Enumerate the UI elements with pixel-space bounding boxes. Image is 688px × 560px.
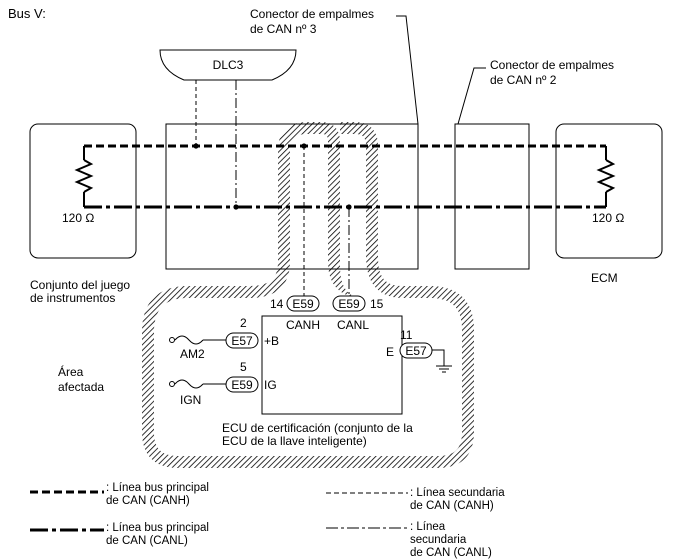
junction-connector-2-box (454, 123, 530, 270)
canh-label: CANH (286, 318, 320, 332)
ecu-caption-2: ECU de la llave inteligente) (222, 434, 367, 448)
meter-box (29, 123, 137, 259)
right-resistor-label: 120 Ω (592, 211, 624, 225)
canh-connector: E59 (292, 297, 314, 311)
canl-connector: E59 (338, 297, 360, 311)
legend-main-canh-1: : Línea bus principal (106, 482, 209, 494)
junction-connector-3-box (165, 123, 419, 270)
e-connector: E57 (405, 344, 427, 358)
ecm-label: ECM (591, 271, 618, 285)
am2-label: AM2 (180, 347, 205, 361)
junction3-label-2: de CAN nº 3 (250, 22, 317, 36)
junction2-label-2: de CAN nº 2 (490, 73, 557, 87)
legend: : Línea bus principal de CAN (CANH) : Lí… (30, 482, 505, 559)
fuse-icon (169, 379, 226, 389)
right-resistor (596, 146, 616, 207)
dlc3-connector (159, 49, 297, 81)
junction2-leader (457, 67, 486, 125)
meter-label-2: de instrumentos (30, 291, 115, 305)
ig-pin-number: 5 (240, 360, 247, 374)
canl-pin-number: 15 (370, 297, 384, 311)
affected-area-label-2: afectada (58, 380, 104, 394)
canh-pin-number: 14 (270, 297, 284, 311)
legend-sub-canl-3: de CAN (CANL) (410, 547, 492, 559)
junction3-leader (396, 15, 419, 125)
affected-area-label-1: Área (58, 364, 84, 379)
meter-label-1: Conjunto del juego (30, 278, 130, 292)
legend-main-canh-2: de CAN (CANH) (106, 495, 190, 507)
b-label: +B (264, 334, 279, 348)
ground-icon (432, 349, 452, 373)
ign-label: IGN (180, 393, 201, 407)
diagram-title: Bus V: (8, 6, 46, 21)
legend-sub-canh-1: : Línea secundaria (410, 487, 505, 499)
legend-sub-canl-1: : Línea (410, 521, 446, 533)
junction-dot (233, 204, 239, 210)
dlc3-label: DLC3 (213, 58, 244, 72)
ecm-box (555, 123, 663, 259)
b-pin-number: 2 (240, 316, 247, 330)
connector-badge (286, 295, 320, 312)
legend-sub-canh-2: de CAN (CANH) (410, 500, 494, 512)
connector-badge (332, 295, 366, 312)
ecu-box (261, 315, 403, 415)
e-pin-number: 11 (400, 328, 413, 342)
b-connector: E57 (231, 334, 253, 348)
legend-main-canl-1: : Línea bus principal (106, 522, 209, 534)
ig-label: IG (264, 378, 277, 392)
ecu-caption-1: ECU de certificación (conjunto de la (222, 421, 413, 435)
connector-badge (225, 332, 259, 349)
legend-main-canl-2: de CAN (CANL) (106, 535, 188, 547)
canl-label: CANL (337, 318, 369, 332)
junction3-label-1: Conector de empalmes (250, 7, 374, 21)
e-label: E (386, 345, 394, 359)
left-resistor-label: 120 Ω (62, 211, 94, 225)
junction-dot (193, 143, 199, 149)
legend-sub-canl-2: secundaria (410, 534, 467, 546)
ig-connector: E59 (231, 378, 253, 392)
left-resistor (74, 146, 94, 207)
junction2-label-1: Conector de empalmes (490, 58, 614, 72)
connector-badge (225, 376, 259, 393)
fuse-icon (169, 335, 226, 345)
